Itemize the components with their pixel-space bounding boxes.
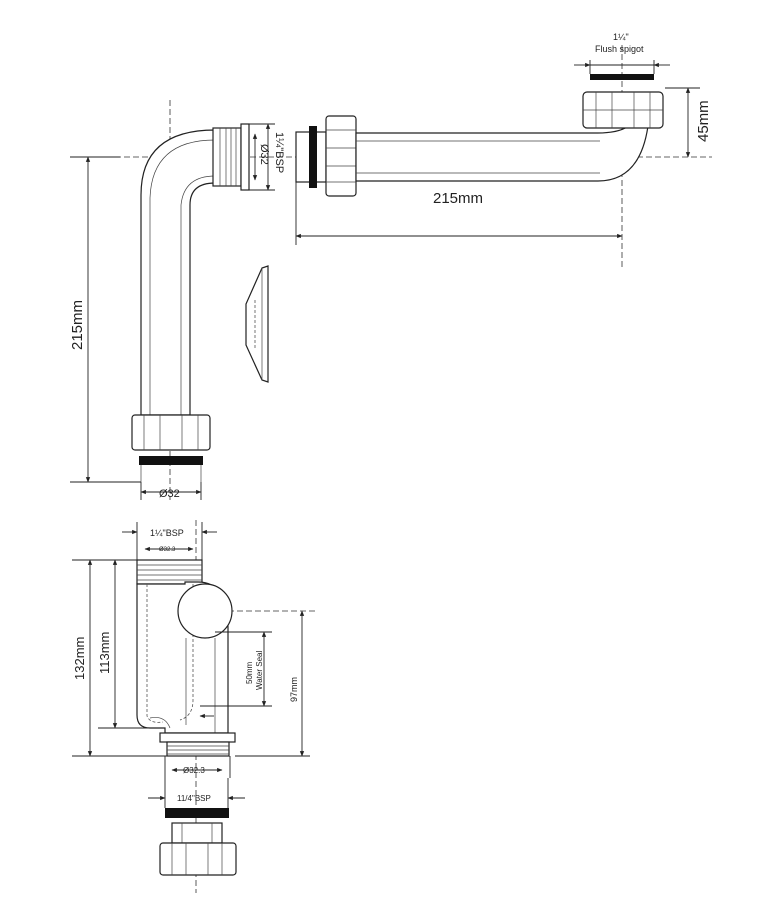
trap-top-thread-dimension: 1¼"BSP Ø32.3 bbox=[122, 522, 217, 562]
flush-spigot-size-label: 1¼" bbox=[613, 32, 629, 42]
dim-132mm-label: 132mm bbox=[72, 637, 87, 680]
bend-nut bbox=[131, 414, 211, 482]
trap-bottom-thread-dimension: 11/4"BSP bbox=[148, 778, 245, 808]
trap-inlet-port bbox=[177, 583, 233, 639]
trap-bottom-diameter-label: Ø32.3 bbox=[183, 766, 205, 775]
tail-diameter-label: Ø32 bbox=[159, 488, 180, 500]
trap-assembly: 1¼"BSP Ø32.3 bbox=[72, 520, 318, 893]
dim-113mm-label: 113mm bbox=[97, 632, 112, 674]
horizontal-215-dimension: 215mm bbox=[295, 182, 623, 245]
dim-97mm-label: 97mm bbox=[289, 677, 299, 702]
trap-top-diameter-label: Ø32.3 bbox=[159, 547, 176, 553]
straight-pipe bbox=[295, 115, 649, 197]
flush-spigot: 1¼" Flush spigot bbox=[574, 32, 670, 80]
water-seal-text-label: Water Seal bbox=[255, 651, 264, 690]
trap-bottom-nut bbox=[159, 808, 237, 876]
tail-diameter-dimension: Ø32 bbox=[140, 482, 202, 500]
bend-thread-dimension: 1¼"BSP Ø32 bbox=[249, 123, 285, 191]
dimension-113mm: 113mm bbox=[97, 559, 150, 729]
dimension-45mm: 45mm bbox=[665, 87, 712, 158]
dim-45mm-label: 45mm bbox=[695, 100, 712, 142]
water-seal-dimension: 50mm Water Seal bbox=[199, 631, 272, 719]
trap-body bbox=[136, 559, 233, 734]
trap-bottom-diameter-dimension: Ø32.3 bbox=[164, 756, 231, 778]
bend-diameter-label: Ø32 bbox=[258, 144, 270, 165]
horizontal-215-label: 215mm bbox=[433, 190, 483, 207]
cover-plate bbox=[245, 265, 269, 383]
dimension-97mm: 97mm bbox=[235, 610, 310, 757]
dimension-132mm: 132mm bbox=[72, 559, 167, 757]
water-seal-value-label: 50mm bbox=[245, 661, 254, 684]
trap-top-thread-label: 1¼"BSP bbox=[150, 528, 184, 538]
bend-thread-label: 1¼"BSP bbox=[273, 132, 285, 173]
bend-threaded-end bbox=[212, 123, 250, 191]
trap-bottom-thread-label: 11/4"BSP bbox=[177, 794, 211, 803]
trap-bottom-thread bbox=[159, 732, 236, 757]
flush-spigot-name-label: Flush spigot bbox=[595, 44, 644, 54]
upper-assembly: 1¼"BSP Ø32 Ø32 215mm bbox=[69, 32, 712, 500]
bend-pipe bbox=[140, 129, 216, 416]
outlet-nut bbox=[582, 91, 664, 129]
vertical-215-dimension: 215mm bbox=[69, 156, 141, 483]
vertical-215-label: 215mm bbox=[69, 300, 86, 350]
